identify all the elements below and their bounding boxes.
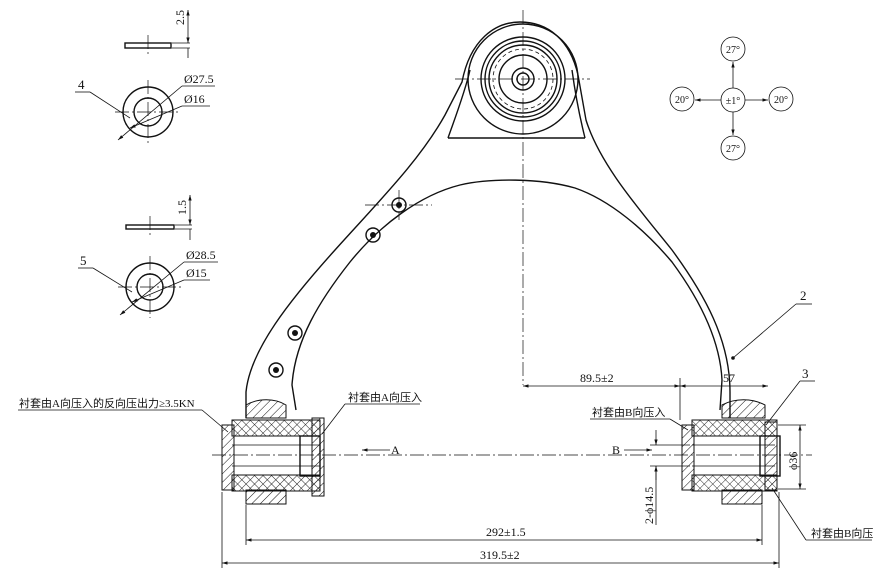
angle-top: 27°: [726, 45, 740, 56]
view-arrow-b: B: [612, 443, 652, 457]
svg-text:ϕ36: ϕ36: [786, 452, 800, 470]
svg-text:2-ϕ14.5: 2-ϕ14.5: [642, 487, 656, 524]
angle-right: 20°: [774, 95, 788, 106]
washer-4-front-view: Ø27.5 Ø16 4: [75, 72, 215, 144]
dimension-inner-length: 292±1.5: [245, 505, 763, 545]
svg-text:319.5±2: 319.5±2: [480, 548, 520, 562]
dimension-depth: 57: [680, 371, 768, 388]
angle-center: ±1°: [726, 96, 741, 107]
svg-text:衬套由A向压入: 衬套由A向压入: [348, 390, 422, 404]
washer-4-side-view: 2.5: [124, 10, 190, 58]
washer-5-inner-dia: Ø15: [186, 266, 207, 280]
view-a-label: A: [391, 443, 400, 457]
svg-text:89.5±2: 89.5±2: [580, 371, 614, 385]
part-callout-3: 3: [765, 366, 815, 426]
right-bushing-section: [681, 419, 781, 505]
svg-text:2: 2: [800, 288, 807, 303]
washer-5-side-view: 1.5: [125, 195, 192, 240]
note-press-from-b-lower: 衬套由B向压: [771, 487, 873, 541]
svg-text:衬套由B向压: 衬套由B向压: [811, 526, 873, 540]
note-pull-out-force: 衬套由A向压入的反向压出力≥3.5KN: [18, 396, 229, 433]
view-b-label: B: [612, 443, 620, 457]
washer-5-thickness: 1.5: [175, 200, 189, 215]
washer-4-thickness: 2.5: [173, 10, 187, 25]
ball-joint-angle-diagram: ±1° 27° 27° 20° 20°: [669, 36, 794, 161]
washer-4-outer-dia: Ø27.5: [184, 72, 214, 86]
part-callout-4: 4: [78, 77, 85, 92]
svg-text:292±1.5: 292±1.5: [486, 525, 526, 539]
washer-5-outer-dia: Ø28.5: [186, 248, 216, 262]
left-bushing-section: [221, 417, 325, 505]
note-press-from-a: 衬套由A向压入: [321, 390, 422, 435]
angle-bottom: 27°: [726, 144, 740, 155]
svg-text:衬套由B向压入: 衬套由B向压入: [592, 405, 665, 419]
svg-text:57: 57: [723, 371, 735, 385]
dimension-overall-length: 319.5±2: [221, 492, 780, 568]
dimension-hole-dia: 2-ϕ14.5: [642, 430, 690, 525]
view-arrow-a: A: [362, 443, 400, 457]
part-callout-2: 2: [731, 288, 812, 360]
note-press-from-b: 衬套由B向压入: [590, 405, 689, 431]
dimension-bushing-dia: ϕ36: [778, 424, 806, 490]
angle-left: 20°: [675, 95, 689, 106]
part-callout-5: 5: [80, 253, 87, 268]
svg-text:衬套由A向压入的反向压出力≥3.5KN: 衬套由A向压入的反向压出力≥3.5KN: [19, 396, 195, 410]
washer-4-inner-dia: Ø16: [184, 92, 205, 106]
svg-text:3: 3: [802, 366, 809, 381]
washer-5-front-view: Ø28.5 Ø15 5: [78, 248, 218, 318]
control-arm-body: [245, 10, 766, 419]
